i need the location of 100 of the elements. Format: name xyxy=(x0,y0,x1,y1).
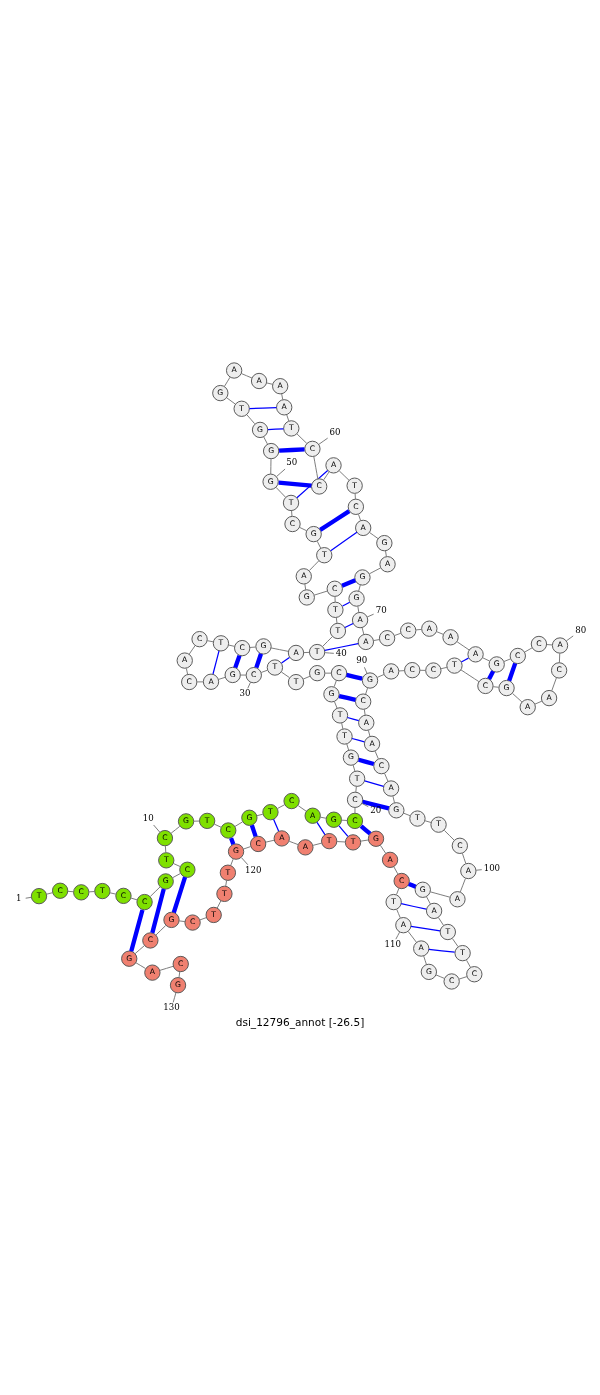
connector xyxy=(352,764,356,772)
connector xyxy=(276,468,286,477)
connector xyxy=(338,469,350,481)
connector xyxy=(155,924,167,935)
connector xyxy=(313,590,328,596)
node-circle: T xyxy=(287,673,305,690)
connector xyxy=(280,671,290,678)
node-circle: A xyxy=(176,651,193,669)
node-text: 30 xyxy=(239,687,251,698)
node-circle: C xyxy=(136,893,153,910)
connector xyxy=(368,531,379,539)
node-circle: A xyxy=(363,735,381,752)
node-circle: G xyxy=(227,842,245,860)
connector xyxy=(164,845,167,853)
connector xyxy=(338,824,349,837)
connector xyxy=(361,802,369,807)
node-circle: C xyxy=(347,498,365,515)
connector xyxy=(369,566,382,574)
connector xyxy=(267,427,285,430)
connector xyxy=(316,540,322,549)
connector xyxy=(341,577,357,588)
connector xyxy=(303,651,310,653)
connector xyxy=(291,509,293,517)
node-circle: T xyxy=(158,851,175,868)
connector xyxy=(565,634,574,641)
node-circle: T xyxy=(283,419,300,437)
connector xyxy=(297,804,307,812)
connector xyxy=(266,381,273,385)
node-text: 1 xyxy=(16,892,22,903)
connector xyxy=(185,667,189,675)
node-circle: C xyxy=(284,515,301,532)
node-circle: A xyxy=(250,372,268,389)
connector xyxy=(88,890,96,892)
node-circle: C xyxy=(477,677,494,694)
connector xyxy=(357,605,360,613)
node-circle: G xyxy=(262,442,280,459)
node-circle: C xyxy=(191,630,208,647)
node-circle: T xyxy=(430,816,447,833)
connector xyxy=(281,392,284,400)
connector xyxy=(150,887,166,933)
connector xyxy=(278,479,312,488)
node-text: 20 xyxy=(370,804,382,815)
connector xyxy=(319,816,327,819)
node-circle: C xyxy=(245,666,262,683)
connector xyxy=(299,526,307,531)
node-text: 100 xyxy=(483,862,501,873)
connector xyxy=(367,729,371,737)
connector xyxy=(456,640,470,650)
connector xyxy=(296,433,308,444)
connector xyxy=(247,681,252,689)
connector xyxy=(172,862,181,867)
node-circle: G xyxy=(121,950,138,967)
connector xyxy=(558,652,561,663)
connector xyxy=(263,435,268,444)
node-circle: C xyxy=(466,965,483,982)
connector xyxy=(280,656,291,664)
node-circle: T xyxy=(329,622,347,639)
node-circle: T xyxy=(216,885,233,902)
node-circle: G xyxy=(325,811,342,828)
node-circle: A xyxy=(379,555,396,572)
node-circle: T xyxy=(327,601,344,618)
connector xyxy=(25,896,32,899)
connector xyxy=(334,595,336,602)
node-circle: A xyxy=(381,851,399,868)
connector xyxy=(354,806,356,814)
node-circle: C xyxy=(550,661,568,679)
node-circle: C xyxy=(220,821,237,839)
node-text: 120 xyxy=(245,864,262,875)
node-circle: T xyxy=(282,494,300,511)
connector xyxy=(316,821,326,835)
node-circle: A xyxy=(287,644,305,661)
connector xyxy=(213,823,222,828)
node-circle: T xyxy=(321,832,338,849)
connector xyxy=(206,639,214,642)
connector xyxy=(217,676,226,680)
node-circle: T xyxy=(346,477,363,494)
node-circle: C xyxy=(115,887,132,904)
node-circle: C xyxy=(142,931,159,949)
node-circle: T xyxy=(439,923,456,940)
connector xyxy=(260,669,268,673)
node-circle: T xyxy=(385,893,402,910)
connector xyxy=(346,716,360,721)
connector xyxy=(286,413,290,421)
node-circle: G xyxy=(169,976,187,993)
connector xyxy=(330,531,358,551)
node-circle: G xyxy=(420,963,437,980)
node-circle: G xyxy=(348,589,365,607)
connector xyxy=(256,813,264,816)
connector xyxy=(172,872,181,878)
connector xyxy=(240,674,247,676)
connector xyxy=(423,955,427,965)
connector xyxy=(275,486,286,498)
node-circle: A xyxy=(442,628,459,645)
node-circle: C xyxy=(51,882,69,899)
connector xyxy=(277,803,286,809)
connector xyxy=(333,679,337,687)
connector xyxy=(437,916,445,926)
connector xyxy=(324,642,359,651)
node-circle: A xyxy=(144,964,161,981)
node-circle: C xyxy=(393,872,410,889)
